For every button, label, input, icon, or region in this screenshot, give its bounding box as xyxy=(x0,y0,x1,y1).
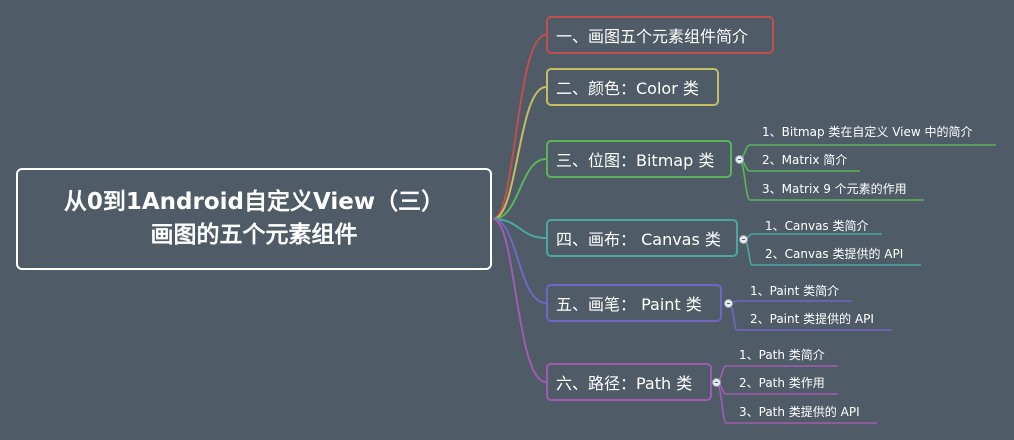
connector-topic-2 xyxy=(492,86,547,220)
collapse-toggle-icon[interactable] xyxy=(712,378,721,387)
topic-3[interactable]: 三、位图：Bitmap 类 xyxy=(546,140,732,178)
connector-topic-3 xyxy=(492,158,547,220)
topic-2[interactable]: 二、颜色：Color 类 xyxy=(546,68,719,106)
topic-4-label: 四、画布： Canvas 类 xyxy=(556,230,721,249)
topic-6-subtopic-2[interactable]: 2、Path 类作用 xyxy=(739,376,825,390)
topic-3-subtopic-3[interactable]: 3、Matrix 9 个元素的作用 xyxy=(762,182,907,196)
topic-4-subtopic-2[interactable]: 2、Canvas 类提供的 API xyxy=(765,247,904,261)
topic-6-label: 六、路径：Path 类 xyxy=(556,374,693,393)
collapse-toggle-icon[interactable] xyxy=(724,299,733,308)
topic-1-label: 一、画图五个元素组件简介 xyxy=(556,27,749,46)
connector-topic-1 xyxy=(492,34,547,220)
topic-4[interactable]: 四、画布： Canvas 类 xyxy=(546,219,738,257)
central-topic-line-2: 画图的五个元素组件 xyxy=(150,222,358,248)
topic-2-label: 二、颜色：Color 类 xyxy=(556,79,699,98)
topic-3-label: 三、位图：Bitmap 类 xyxy=(556,151,715,170)
topic-6-subtopic-1[interactable]: 1、Path 类简介 xyxy=(739,348,825,362)
topic-5-subtopic-1[interactable]: 1、Paint 类简介 xyxy=(750,284,840,298)
topic-6-subtopic-3[interactable]: 3、Path 类提供的 API xyxy=(739,405,860,419)
central-topic-line-1: 从0到1Android自定义View（三） xyxy=(63,189,445,215)
connector-topic-6 xyxy=(492,218,547,383)
topic-4-subtopic-1[interactable]: 1、Canvas 类简介 xyxy=(765,219,869,233)
connector-topic-5 xyxy=(492,218,547,304)
topic-5[interactable]: 五、画笔： Paint 类 xyxy=(546,284,722,322)
topic-3-subtopic-1[interactable]: 1、Bitmap 类在自定义 View 中的简介 xyxy=(762,125,973,139)
collapse-toggle-icon[interactable] xyxy=(739,235,748,244)
topic-5-label: 五、画笔： Paint 类 xyxy=(556,295,702,314)
topic-5-subtopic-2[interactable]: 2、Paint 类提供的 API xyxy=(750,312,874,326)
topic-3-subtopic-2[interactable]: 2、Matrix 简介 xyxy=(762,153,848,167)
topic-1[interactable]: 一、画图五个元素组件简介 xyxy=(546,16,774,54)
connector-topic-4 xyxy=(492,218,547,239)
collapse-toggle-icon[interactable] xyxy=(735,155,744,164)
central-topic[interactable]: 从0到1Android自定义View（三） 画图的五个元素组件 xyxy=(16,168,492,270)
topic-6[interactable]: 六、路径：Path 类 xyxy=(546,363,712,401)
